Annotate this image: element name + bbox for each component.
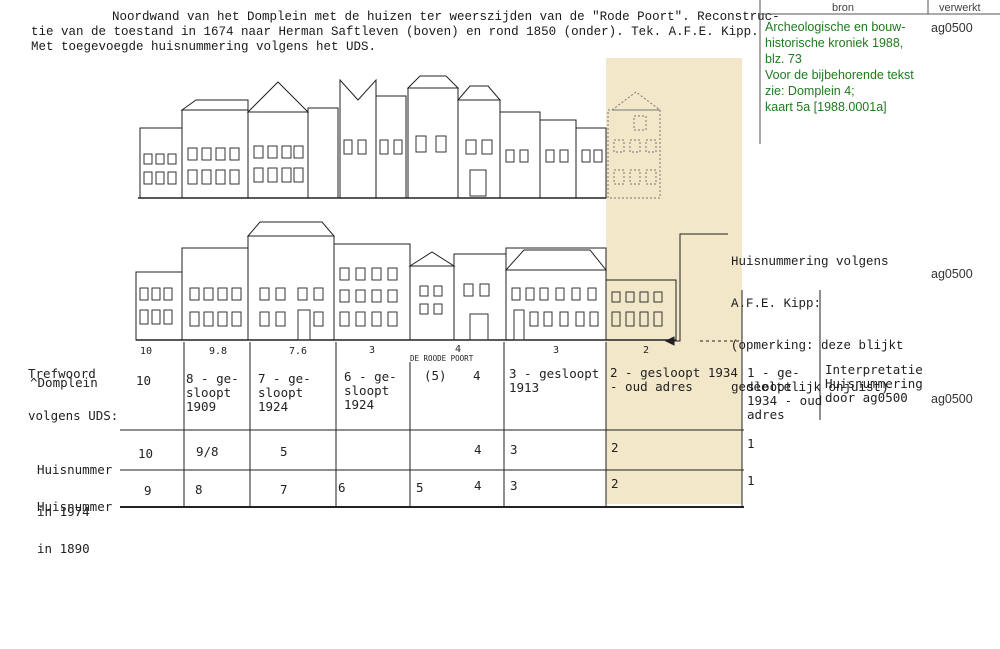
h1974-cell-2: 2: [611, 440, 619, 455]
uds-cell-7: 7 - ge- sloopt 1924: [258, 371, 311, 414]
kipp-note-line-1: Huisnummering volgens: [731, 255, 889, 269]
top-number-5: 4: [455, 344, 462, 355]
lower-windows: [139, 267, 663, 341]
upper-facades: [138, 75, 607, 199]
h1890-cell-9: 9: [144, 483, 152, 498]
lower-facades: [135, 221, 677, 341]
uds-cell-interpretation: Interpretatie Huisnummering door ag0500: [825, 362, 923, 405]
source-text: Archeologische en bouw- historische kron…: [765, 19, 925, 115]
uds-cell-5: (5): [424, 368, 447, 383]
upper-windows: [143, 135, 603, 197]
top-number-2: 9.8: [209, 346, 228, 357]
uds-cell-8: 8 - ge- sloopt 1909: [186, 371, 239, 414]
uds-cell-10: 10: [136, 373, 152, 388]
uds-cell-4: 4: [473, 368, 481, 383]
h1890-cell-5: 5: [416, 480, 424, 495]
caption-line-3: Met toegevoegde huisnummering volgens he…: [31, 40, 377, 54]
h1890-cell-4: 4: [474, 478, 482, 493]
h1890-cell-7: 7: [280, 482, 288, 497]
row-label-1890-2: in 1890: [37, 541, 90, 556]
h1890-cell-2: 2: [611, 476, 619, 491]
caption-line-2: tie van de toestand in 1674 naar Herman …: [31, 25, 759, 39]
code-ag0500-3: ag0500: [931, 392, 973, 406]
h1890-cell-8: 8: [195, 482, 203, 497]
uds-cell-3: 3 - gesloopt 1913: [509, 366, 600, 395]
column-header-verwerkt: verwerkt: [939, 2, 981, 14]
row-label-1974-1: Huisnummer: [37, 462, 113, 477]
row-label-trefwoord: Trefwoord volgens UDS:: [28, 339, 118, 437]
column-header-bron: bron: [832, 2, 855, 14]
h1974-cell-10: 10: [138, 446, 154, 461]
row-label-1974: Huisnummer in 1974: [37, 435, 112, 533]
table-grid: [120, 290, 821, 508]
kipp-note-line-3: (opmerking: deze blijkt: [731, 339, 904, 353]
h1974-cell-3: 3: [510, 442, 518, 457]
row-label-trefwoord-2: volgens UDS:: [28, 408, 119, 423]
row-label-domplein: ^Domplein: [30, 375, 98, 390]
uds-cell-1: 1 - ge- sloopt 1934 - oud adres: [747, 365, 823, 422]
rode-poort-label: DE ROODE POORT: [410, 354, 474, 363]
top-number-4: 3: [369, 345, 376, 356]
uds-cell-2: 2 - gesloopt 1934 - oud adres: [610, 365, 738, 394]
h1974-cell-9-8: 9/8: [196, 444, 219, 459]
h1974-cell-4: 4: [474, 442, 482, 457]
kipp-note-line-4: gedeeltelijk onjuist): [731, 381, 889, 395]
code-ag0500-1: ag0500: [931, 21, 973, 35]
h1974-cell-1: 1: [747, 436, 755, 451]
row-label-trefwoord-1: Trefwoord: [28, 366, 96, 381]
top-number-1: 10: [140, 346, 153, 357]
source-line-5: zie: Domplein 4;: [765, 84, 855, 98]
row-label-1890: Huisnummer in 1890: [37, 472, 112, 570]
row-label-1974-2: in 1974: [37, 504, 90, 519]
top-number-7: 2: [643, 345, 650, 356]
source-line-6: kaart 5a [1988.0001a]: [765, 100, 887, 114]
source-line-1: Archeologische en bouw-: [765, 20, 906, 34]
source-line-4: Voor de bijbehorende tekst: [765, 68, 914, 82]
h1890-cell-1: 1: [747, 473, 755, 488]
code-ag0500-2: ag0500: [931, 267, 973, 281]
source-line-3: blz. 73: [765, 52, 802, 66]
h1974-cell-5: 5: [280, 444, 288, 459]
h1890-cell-3: 3: [510, 478, 518, 493]
source-line-2: historische kroniek 1988,: [765, 36, 904, 50]
top-number-3: 7.6: [289, 346, 308, 357]
row-label-1890-1: Huisnummer: [37, 499, 113, 514]
top-number-6: 3: [553, 345, 560, 356]
uds-cell-6: 6 - ge- sloopt 1924: [344, 369, 397, 412]
panel-borders: [759, 0, 1000, 144]
kipp-arrow: [664, 233, 740, 346]
caption-line-1: Noordwand van het Domplein met de huizen…: [112, 10, 780, 24]
h1890-cell-6: 6: [338, 480, 346, 495]
upper-faded-facade: [607, 91, 662, 199]
